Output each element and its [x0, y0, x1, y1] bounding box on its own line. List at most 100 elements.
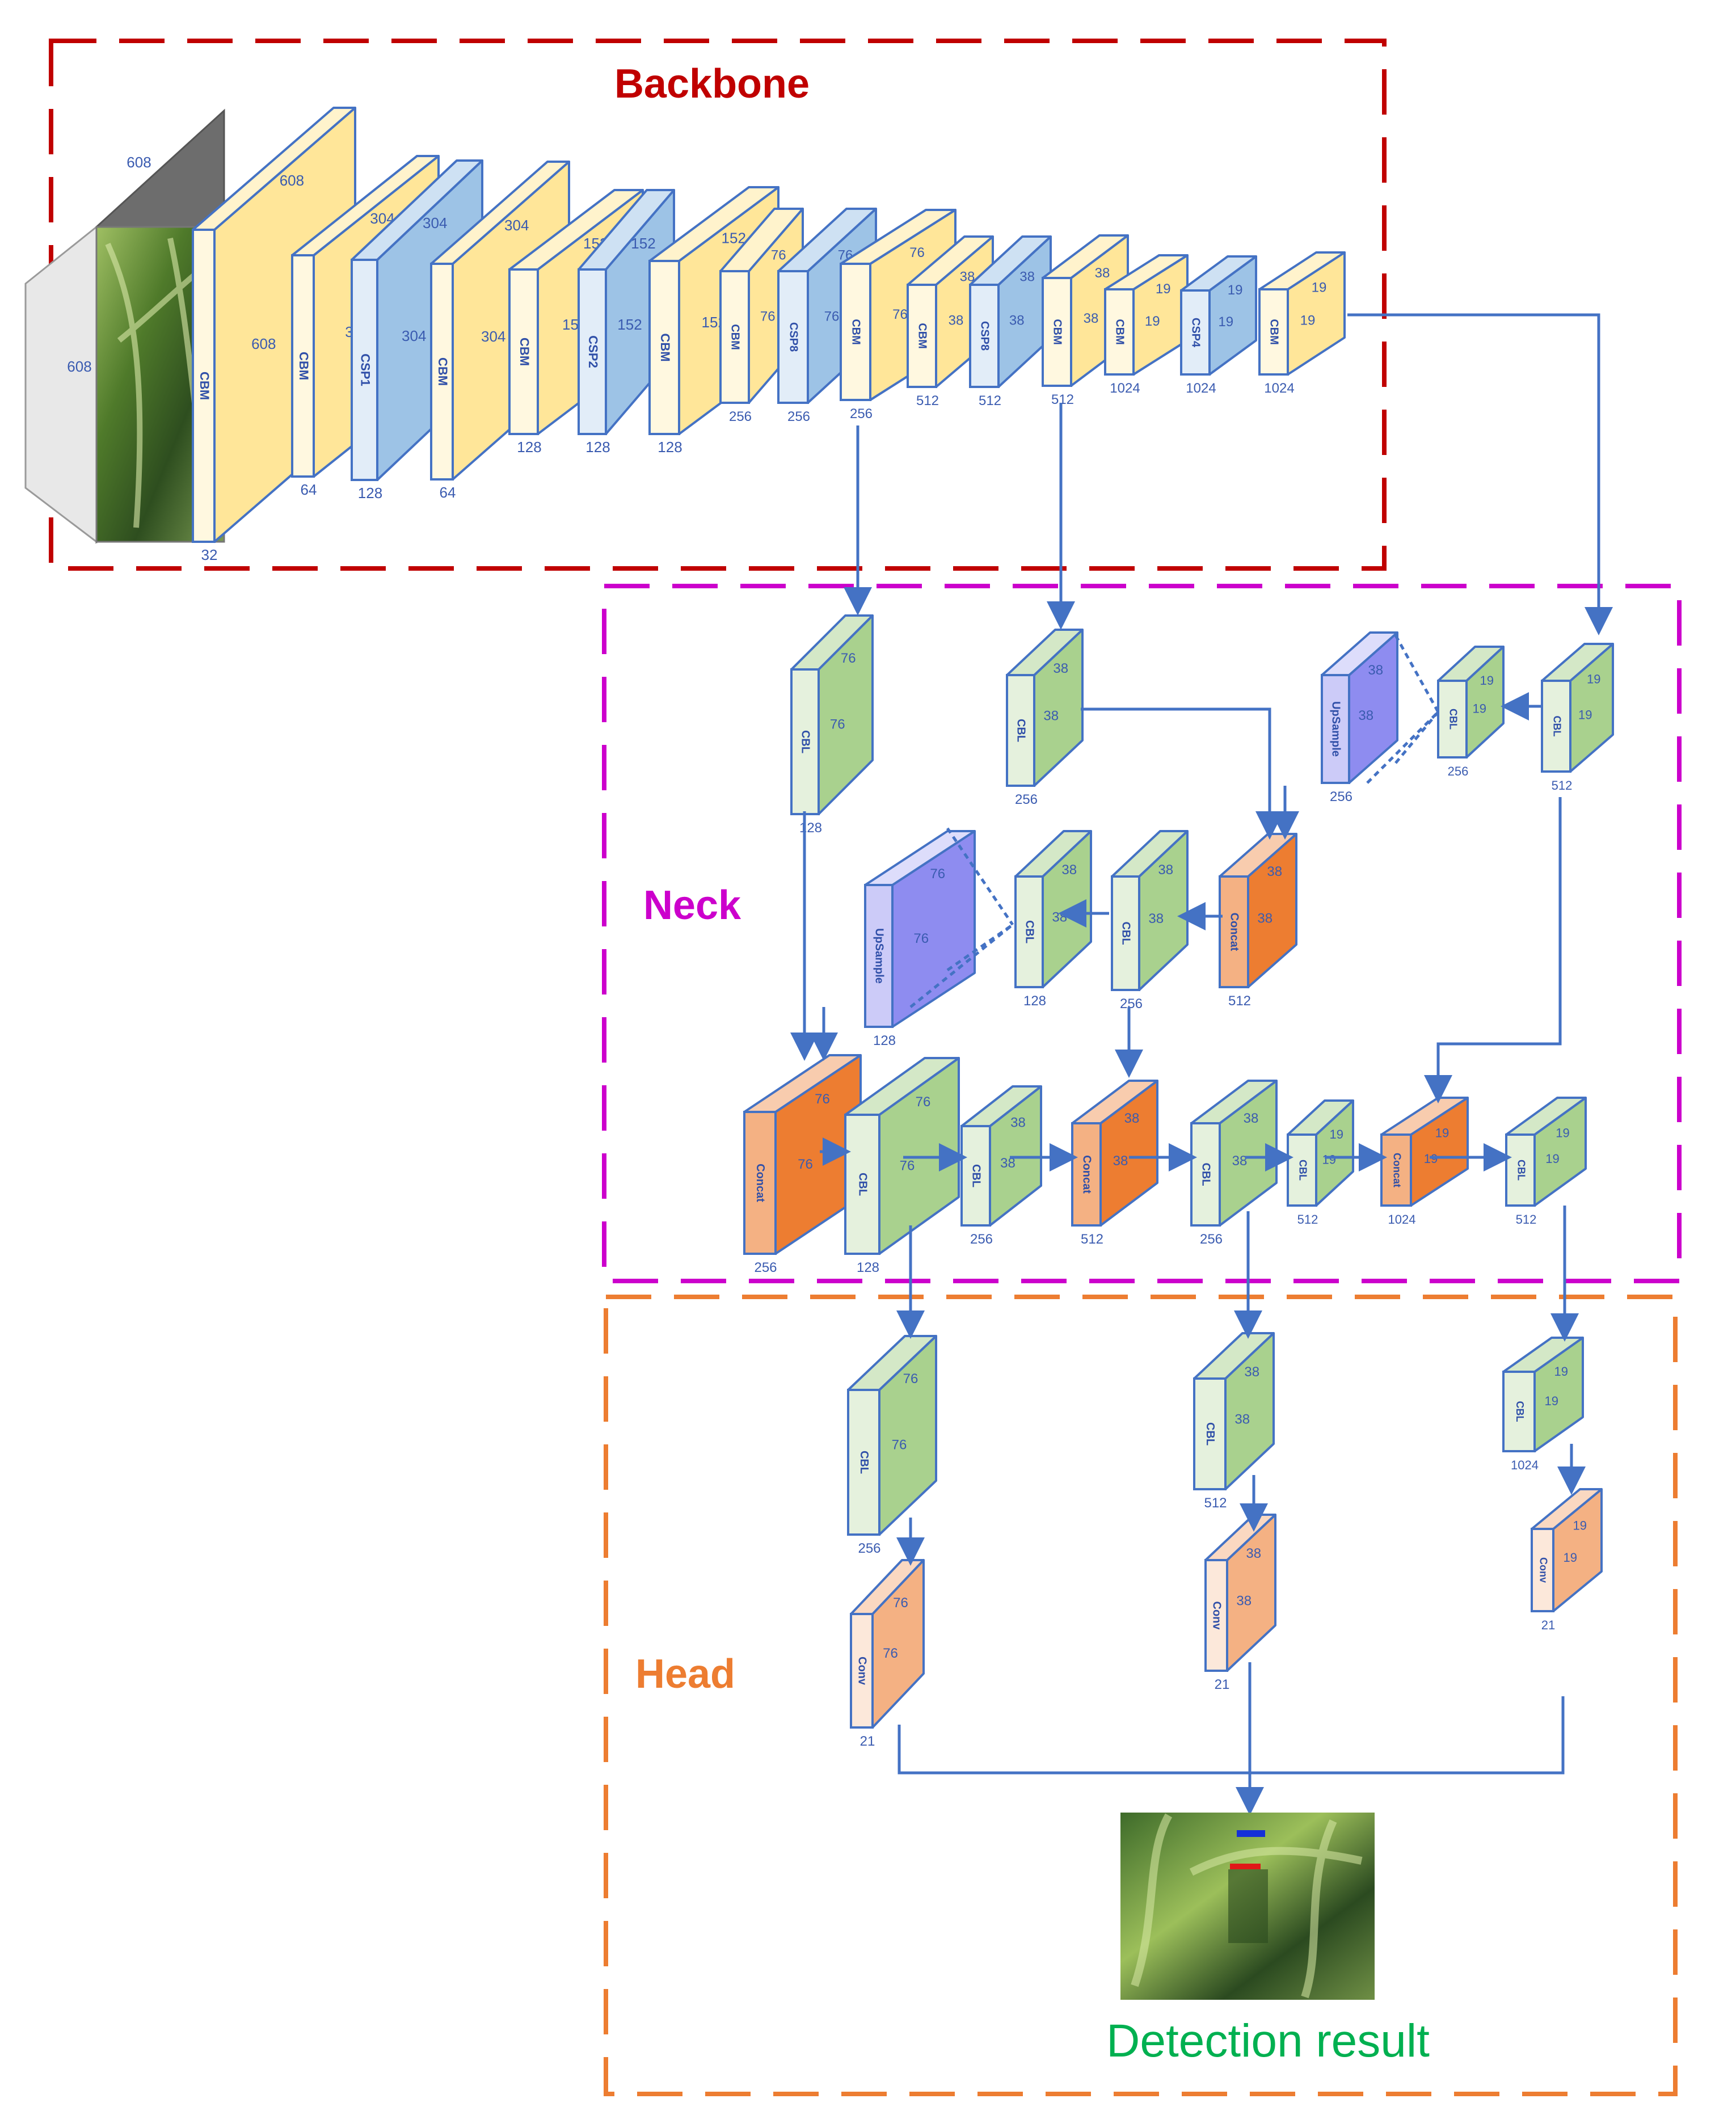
block-n2-channels: 256 — [1015, 792, 1038, 807]
block-h1-dim-mid: 76 — [892, 1437, 907, 1452]
block-n14-channels: 256 — [1200, 1232, 1223, 1247]
block-b8-channels: 256 — [729, 409, 752, 424]
block-h5-channels: 21 — [1215, 1677, 1230, 1692]
block-b4-dim-mid: 304 — [481, 328, 505, 345]
neck-title: Neck — [643, 883, 741, 928]
detection-result-title: Detection result — [1106, 2015, 1430, 2067]
block-h3-channels: 1024 — [1511, 1458, 1539, 1472]
block-b10-dim-top: 76 — [909, 245, 925, 260]
block-h4-dim-mid: 76 — [883, 1646, 898, 1661]
block-n7-channels: 128 — [1023, 993, 1046, 1009]
block-n17-name: CBL — [1515, 1160, 1527, 1181]
block-h2-dim-top: 38 — [1244, 1364, 1259, 1380]
block-b5-channels: 128 — [517, 439, 541, 456]
block-b10-dim-mid: 76 — [892, 307, 908, 322]
block-h6-dim-top: 19 — [1573, 1519, 1587, 1533]
block-n1-channels: 128 — [799, 820, 822, 836]
block-b9-channels: 256 — [787, 409, 810, 424]
block-b14-dim-mid: 19 — [1145, 314, 1160, 329]
block-h2-name: CBL — [1204, 1422, 1216, 1446]
block-n15-dim-mid: 19 — [1322, 1153, 1336, 1167]
block-n15-channels: 512 — [1297, 1212, 1318, 1227]
block-b12-dim-mid: 38 — [1009, 313, 1025, 328]
block-b3-channels: 128 — [358, 484, 382, 502]
block-b1-name: CBM — [197, 372, 212, 400]
block-n3-name: UpSample — [1330, 701, 1342, 757]
backbone-title: Backbone — [614, 61, 810, 107]
block-n3-dim-mid: 38 — [1358, 708, 1373, 723]
block-b16-dim-mid: 19 — [1300, 313, 1316, 328]
block-h1-dim-top: 76 — [903, 1371, 918, 1387]
block-b13-channels: 512 — [1051, 392, 1074, 407]
block-b6-name: CSP2 — [586, 335, 600, 368]
block-b11-dim-mid: 38 — [949, 313, 964, 328]
arrow-heads-to-result — [898, 1696, 1565, 1775]
block-n12-dim-top: 38 — [1010, 1115, 1026, 1131]
block-n6-dim-mid: 76 — [913, 931, 929, 946]
block-b15-dim-mid: 19 — [1218, 314, 1233, 330]
block-h6-name: Conv — [1537, 1557, 1549, 1583]
block-h3-dim-mid: 19 — [1545, 1394, 1558, 1408]
block-n12-channels: 256 — [970, 1232, 993, 1247]
block-n1-dim-top: 76 — [841, 651, 856, 666]
block-b13-dim-mid: 38 — [1084, 311, 1099, 326]
block-b7-dim-top: 152 — [722, 230, 746, 247]
block-b10-channels: 256 — [850, 406, 873, 422]
block-b8-name: CBM — [729, 324, 741, 350]
block-b10-name: CBM — [850, 319, 862, 345]
block-n10-dim-mid: 76 — [798, 1157, 813, 1172]
block-n4-name: CBL — [1447, 709, 1459, 730]
block-h6-dim-mid: 19 — [1564, 1550, 1577, 1565]
block-b3-dim-top: 304 — [423, 214, 447, 231]
arrows-layer — [790, 313, 1613, 1815]
block-h3-name: CBL — [1514, 1401, 1526, 1422]
block-b6-channels: 128 — [585, 439, 610, 456]
block-n5-name: CBL — [1551, 716, 1562, 737]
block-h1-name: CBL — [858, 1451, 870, 1474]
block-b4-dim-top: 304 — [504, 217, 529, 234]
block-b1-dim-top: 608 — [280, 172, 304, 189]
block-n2-dim-mid: 38 — [1043, 709, 1059, 724]
block-b12-channels: 512 — [979, 393, 1001, 408]
block-b9-dim-mid: 76 — [824, 309, 840, 325]
block-b14-dim-top: 19 — [1156, 281, 1171, 297]
block-n10-channels: 256 — [754, 1260, 777, 1275]
block-n6-channels: 128 — [873, 1033, 896, 1048]
block-b8-dim-top: 76 — [771, 248, 786, 263]
block-n14-dim-top: 38 — [1244, 1111, 1259, 1126]
block-n17-channels: 512 — [1516, 1212, 1537, 1227]
block-n7-name: CBL — [1023, 920, 1036, 943]
block-n6-name: UpSample — [873, 928, 886, 984]
block-b4-name: CBM — [436, 357, 450, 386]
block-h5-dim-top: 38 — [1246, 1546, 1261, 1561]
block-b11-name: CBM — [916, 323, 929, 349]
block-n15-name: CBL — [1297, 1160, 1308, 1181]
block-n9-dim-top: 38 — [1267, 864, 1282, 879]
block-n17-dim-top: 19 — [1556, 1126, 1569, 1140]
block-b13-dim-top: 38 — [1095, 266, 1110, 281]
block-b6-dim-mid: 152 — [617, 316, 642, 333]
arrow-n5-to-n16 — [1424, 797, 1562, 1103]
input-width-label: 608 — [127, 154, 151, 171]
block-h2-channels: 512 — [1204, 1495, 1227, 1511]
block-n13-dim-mid: 38 — [1113, 1153, 1128, 1169]
block-b15-name: CSP4 — [1190, 318, 1202, 348]
block-n2-name: CBL — [1015, 719, 1027, 742]
block-n1-dim-mid: 76 — [830, 717, 845, 732]
head-title: Head — [635, 1651, 735, 1697]
block-n13-channels: 512 — [1081, 1232, 1103, 1247]
block-b15-channels: 1024 — [1186, 381, 1216, 396]
block-b7-channels: 128 — [658, 439, 682, 456]
